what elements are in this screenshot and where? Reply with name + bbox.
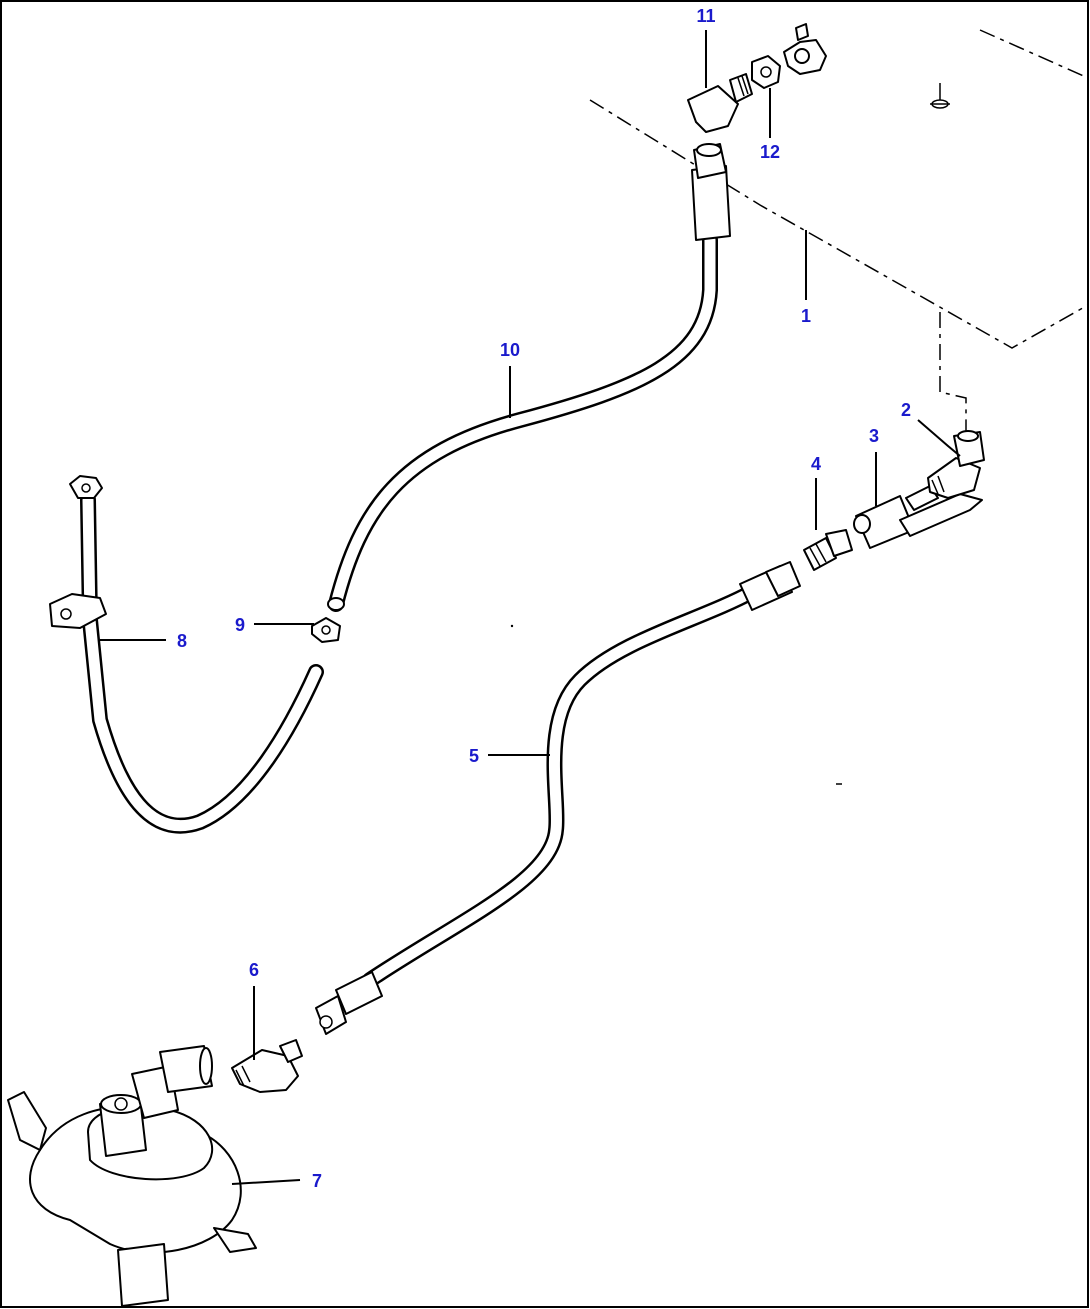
callout-5: 5 [469, 746, 479, 766]
ground-symbol-icon [930, 83, 950, 109]
callout-3: 3 [869, 426, 879, 446]
part-8-hose [49, 475, 324, 834]
part-11-elbow-fitting [687, 73, 753, 133]
callout-1: 1 [801, 306, 811, 326]
part-4-connector [803, 529, 853, 571]
part-7-feed-pump [7, 1045, 257, 1307]
callout-12: 12 [760, 142, 780, 162]
leader-2 [917, 419, 961, 457]
callout-11: 11 [696, 6, 715, 26]
part-2-elbow [927, 430, 985, 499]
leader-7 [231, 1179, 301, 1185]
callout-2: 2 [901, 400, 911, 420]
part-12-nut [751, 55, 781, 89]
callout-6: 6 [249, 960, 259, 980]
part-5-hose [315, 561, 801, 1035]
callout-9: 9 [235, 615, 245, 635]
callout-7: 7 [312, 1171, 322, 1191]
part-3-shutoff-valve [853, 485, 983, 549]
callout-10: 10 [500, 340, 520, 360]
speck-1 [510, 624, 514, 628]
banjo-fitting-top [783, 23, 827, 75]
part-1-fuel-tank [589, 29, 1089, 432]
part-6-elbow [231, 1039, 303, 1093]
leader-lines [100, 30, 961, 1185]
callout-8: 8 [177, 631, 187, 651]
callout-4: 4 [811, 454, 821, 474]
callout-labels: 1 2 3 4 5 6 7 8 9 10 11 12 [177, 6, 911, 1191]
part-10-hose [327, 143, 731, 612]
part-9-hose-clamp [311, 617, 341, 643]
